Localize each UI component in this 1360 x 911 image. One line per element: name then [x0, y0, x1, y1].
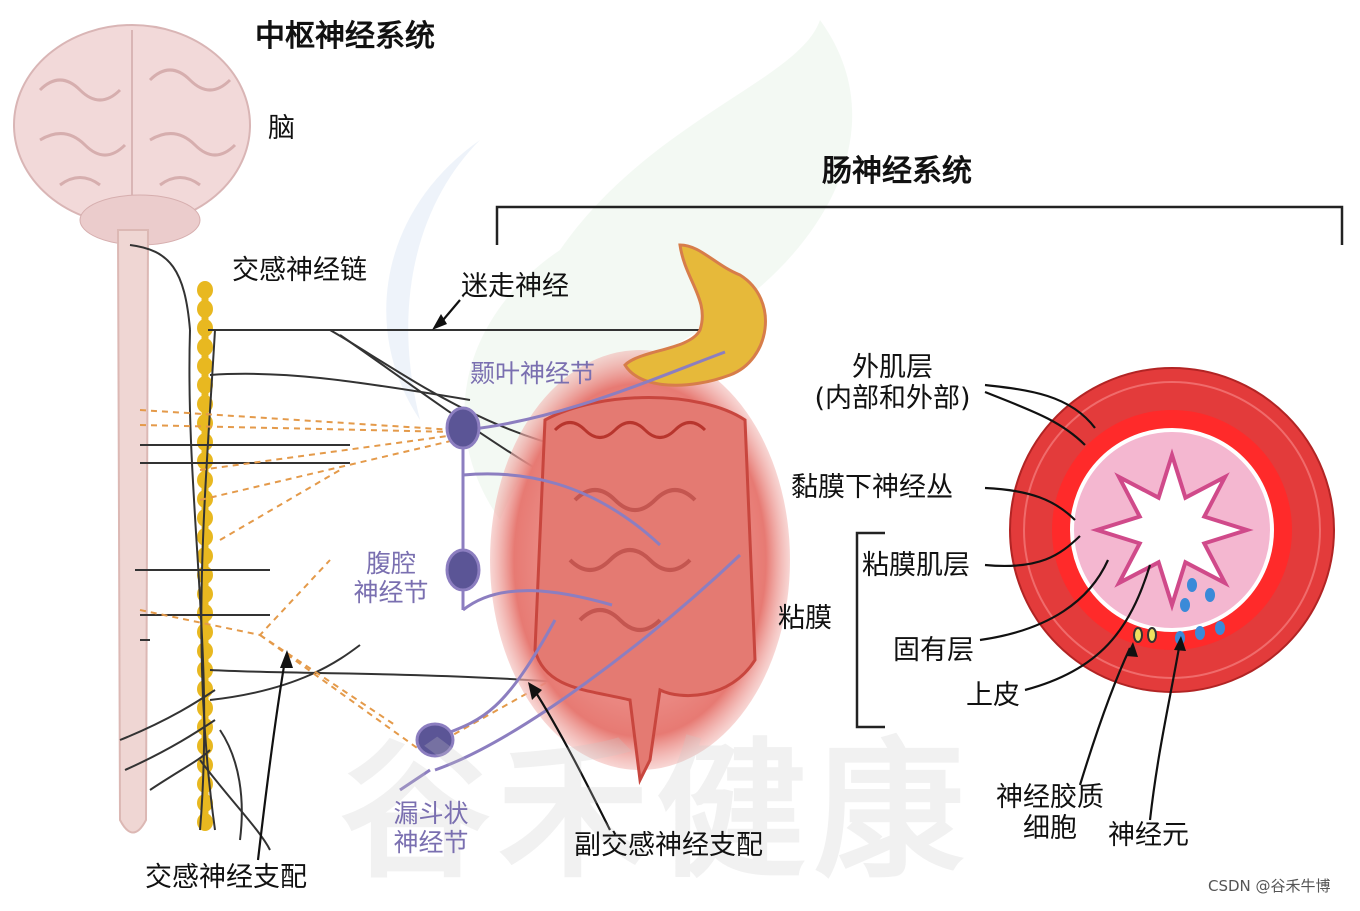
chain-ganglion: [197, 547, 213, 565]
epithelium-label: 上皮: [966, 680, 1020, 711]
gut-cross-section: [1009, 367, 1335, 693]
chain-ganglion: [197, 680, 213, 698]
pointer-lines: [256, 299, 1182, 861]
glia-label-line2: 细胞: [1023, 813, 1077, 845]
glia-label: 神经胶质 细胞: [995, 782, 1105, 844]
ens-bracket: [495, 205, 1344, 245]
intestines: [490, 350, 790, 786]
muscularis-mucosae-label: 粘膜肌层: [862, 550, 970, 581]
sympathetic-innervation-label: 交感神经支配: [145, 862, 307, 893]
chain-ganglion: [197, 604, 213, 622]
chain-ganglion: [197, 623, 213, 641]
sympathetic-chain-label: 交感神经链: [232, 255, 367, 286]
glia-label-line1: 神经胶质: [996, 782, 1104, 813]
lamina-propria-label: 固有层: [893, 635, 974, 666]
ens-title: 肠神经系统: [822, 154, 972, 189]
chain-ganglion: [197, 300, 213, 318]
chain-ganglion: [197, 281, 213, 299]
parasympathetic-innervation-label: 副交感神经支配: [574, 830, 763, 861]
brain: [13, 24, 251, 246]
chain-ganglion: [197, 452, 213, 470]
chain-ganglion: [197, 642, 213, 660]
credit-text: CSDN @谷禾牛博: [1208, 877, 1331, 895]
celiac-ganglion: [445, 548, 481, 592]
spinal-nerves: [119, 244, 735, 851]
celiac-ganglion-label-line1: 腹腔: [365, 549, 416, 578]
arrow-heads: [280, 314, 1186, 700]
spinal-cord: [116, 229, 150, 834]
celiac-ganglion-label: 腹腔 神经节: [352, 549, 430, 608]
sympathetic-dashed-lines: [139, 409, 641, 751]
chain-ganglion: [197, 433, 213, 451]
submucosal-plexus-label: 黏膜下神经丛: [791, 472, 953, 503]
vagus-label: 迷走神经: [461, 271, 569, 302]
stomach: [623, 243, 767, 387]
chain-ganglion: [197, 319, 213, 337]
celiac-ganglion-label-line2: 神经节: [353, 577, 429, 607]
outer-muscle-label-line1: 外肌层: [852, 352, 933, 383]
watermark-swirl-2: [386, 140, 480, 420]
neuron-label: 神经元: [1108, 820, 1189, 851]
outer-muscle-label-line2: (内部和外部): [814, 383, 971, 415]
chain-ganglion: [197, 338, 213, 356]
funnel-ganglion-label-line1: 漏斗状: [393, 799, 469, 828]
sympathetic-chain: [197, 281, 213, 831]
chain-ganglion: [197, 528, 213, 546]
enteric-neurons: [1175, 578, 1225, 645]
mucosa-bracket: [855, 531, 885, 729]
glial-cells: [1133, 627, 1157, 643]
cns-title: 中枢神经系统: [255, 19, 435, 54]
watermark-text: 谷禾健康: [340, 725, 973, 899]
outer-muscle-label: 外肌层 (内部和外部): [800, 352, 985, 414]
temporal-ganglion-label: 颞叶神经节: [470, 359, 596, 388]
chain-ganglion: [197, 395, 213, 413]
brain-label: 脑: [268, 113, 295, 144]
chain-ganglion: [197, 357, 213, 375]
chain-ganglion: [197, 376, 213, 394]
funnel-ganglion: [415, 722, 455, 758]
temporal-ganglion: [445, 406, 481, 450]
funnel-ganglion-label-line2: 神经节: [393, 827, 469, 857]
mucosa-label: 粘膜: [778, 603, 832, 634]
funnel-ganglion-label: 漏斗状 神经节: [390, 799, 472, 858]
prevertebral-ganglia: [399, 350, 742, 792]
